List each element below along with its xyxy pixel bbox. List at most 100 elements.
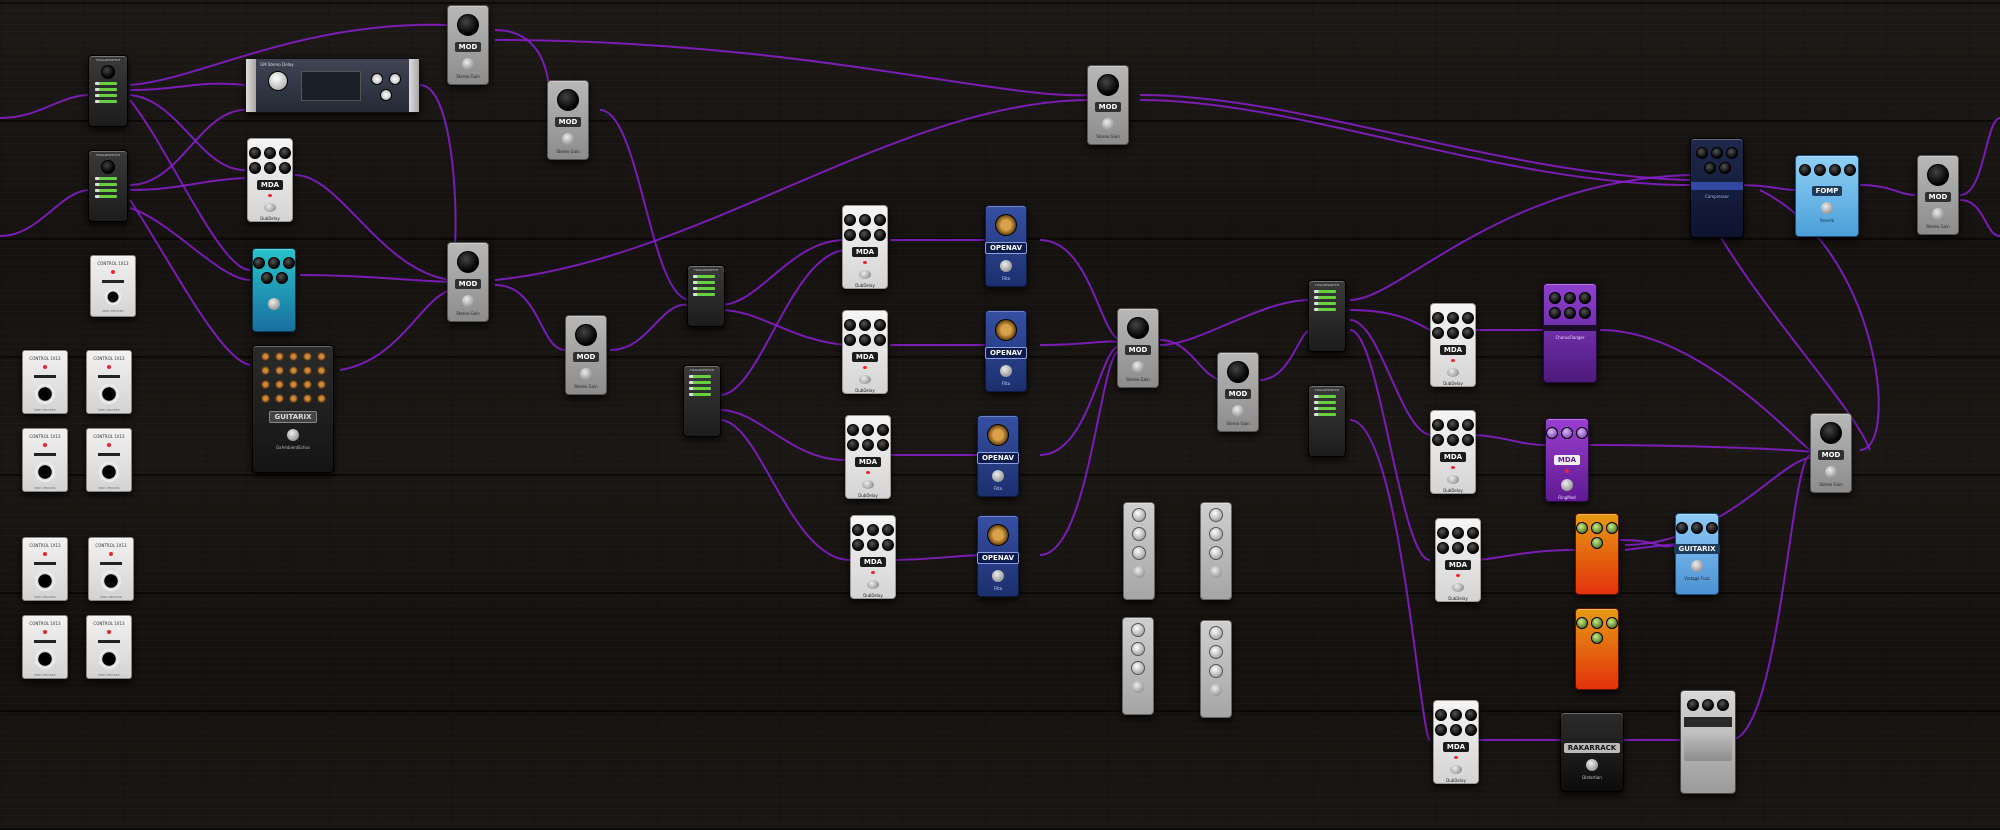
knob-icon[interactable] xyxy=(1579,307,1591,319)
knob-icon[interactable] xyxy=(1717,699,1729,711)
control-pedal[interactable]: CONTROL 1X13 MOD DEVICES xyxy=(86,615,132,679)
knob-icon[interactable] xyxy=(852,524,864,536)
knob-icon[interactable] xyxy=(867,524,879,536)
knob-icon[interactable] xyxy=(457,14,479,36)
footswitch-icon[interactable] xyxy=(1825,466,1837,478)
toggleswitch-1[interactable]: TOGGLESWITCH xyxy=(88,55,128,127)
knob-icon[interactable] xyxy=(877,439,889,451)
knob-icon[interactable] xyxy=(1676,522,1688,534)
footswitch-icon[interactable] xyxy=(1447,475,1459,484)
knob-icon[interactable] xyxy=(859,319,871,331)
knob-icon[interactable] xyxy=(1564,307,1576,319)
footswitch-icon[interactable] xyxy=(862,480,874,489)
footswitch-icon[interactable] xyxy=(1821,202,1833,214)
knob-icon[interactable] xyxy=(302,352,312,361)
knob-icon[interactable] xyxy=(1843,164,1856,176)
control-pedal[interactable]: CONTROL 1X13 MOD DEVICES xyxy=(88,537,134,601)
knob-icon[interactable] xyxy=(1132,546,1146,560)
mod-stereo-gain-pedal[interactable]: MOD Stereo Gain xyxy=(1117,308,1159,388)
mod-stereo-gain-pedal[interactable]: MOD Stereo Gain xyxy=(1917,155,1959,235)
mda-dubdelay-pedal[interactable]: MDA DubDelay xyxy=(1430,410,1476,494)
footswitch-icon[interactable] xyxy=(264,203,276,212)
switch-icon[interactable] xyxy=(99,183,117,186)
toggleswitch-2[interactable]: TOGGLESWITCH xyxy=(88,150,128,222)
footswitch-icon[interactable] xyxy=(867,580,879,589)
knob-icon[interactable] xyxy=(862,424,874,436)
knob-icon[interactable] xyxy=(380,89,392,101)
footswitch-icon[interactable] xyxy=(35,462,55,482)
slider-module[interactable] xyxy=(1200,502,1232,600)
knob-icon[interactable] xyxy=(316,394,326,403)
knob-icon[interactable] xyxy=(1691,522,1703,534)
knob-icon[interactable] xyxy=(1209,645,1223,659)
mda-dubdelay-pedal[interactable]: MDA DubDelay xyxy=(1435,518,1481,602)
knob-icon[interactable] xyxy=(260,272,273,284)
knob-icon[interactable] xyxy=(1828,164,1841,176)
footswitch-icon[interactable] xyxy=(562,133,574,145)
footswitch-icon[interactable] xyxy=(462,295,474,307)
knob-icon[interactable] xyxy=(268,257,280,269)
knob-icon[interactable] xyxy=(260,366,270,375)
knob-icon[interactable] xyxy=(279,147,291,159)
footswitch-icon[interactable] xyxy=(1452,583,1464,592)
knob-icon[interactable] xyxy=(1606,617,1618,629)
knob-icon[interactable] xyxy=(557,89,579,111)
knob-icon[interactable] xyxy=(1591,617,1603,629)
knob-icon[interactable] xyxy=(1706,522,1718,534)
knob-icon[interactable] xyxy=(302,366,312,375)
knob-icon[interactable] xyxy=(1927,164,1949,186)
mda-dubdelay-pedal[interactable]: MDA DubDelay xyxy=(845,415,891,499)
knob-icon[interactable] xyxy=(844,229,856,241)
control-pedal[interactable]: CONTROL 1X13 MOD DEVICES xyxy=(86,350,132,414)
switch-icon[interactable] xyxy=(99,177,117,180)
switch-icon[interactable] xyxy=(99,195,117,198)
footswitch-icon[interactable] xyxy=(99,649,119,669)
footswitch-icon[interactable] xyxy=(1000,365,1012,377)
knob-icon[interactable] xyxy=(274,352,284,361)
knob-icon[interactable] xyxy=(1549,292,1561,304)
switch-icon[interactable] xyxy=(697,281,715,284)
knob-icon[interactable] xyxy=(288,366,298,375)
toggleswitch-6[interactable]: TOGGLESWITCH xyxy=(1308,385,1346,457)
openav-filta-pedal[interactable]: OPENAV Filta xyxy=(984,310,1028,392)
mda-ringmod-pedal[interactable]: MDA RingMod xyxy=(1545,418,1589,502)
footswitch-icon[interactable] xyxy=(287,429,299,441)
knob-icon[interactable] xyxy=(1591,522,1603,534)
switch-icon[interactable] xyxy=(1318,413,1336,416)
knob-icon[interactable] xyxy=(260,352,270,361)
knob-icon[interactable] xyxy=(1452,527,1464,539)
mda-dubdelay-pedal[interactable]: MDA DubDelay xyxy=(850,515,896,599)
knob-icon[interactable] xyxy=(264,147,276,159)
mod-stereo-gain-pedal[interactable]: MOD Stereo Gain xyxy=(447,242,489,322)
knob-icon[interactable] xyxy=(859,229,871,241)
footswitch-icon[interactable] xyxy=(1102,118,1114,130)
switch-icon[interactable] xyxy=(99,189,117,192)
footswitch-icon[interactable] xyxy=(1210,684,1222,696)
toggleswitch-4[interactable]: TOGGLESWITCH xyxy=(683,365,721,437)
switch-icon[interactable] xyxy=(1318,302,1336,305)
knob-icon[interactable] xyxy=(1132,527,1146,541)
knob-icon[interactable] xyxy=(1549,307,1561,319)
knob-icon[interactable] xyxy=(288,394,298,403)
mod-stereo-gain-pedal[interactable]: MOD Stereo Gain xyxy=(1217,352,1259,432)
knob-icon[interactable] xyxy=(1462,419,1474,431)
knob-icon[interactable] xyxy=(859,334,871,346)
footswitch-icon[interactable] xyxy=(101,571,121,591)
knob-icon[interactable] xyxy=(1546,427,1558,439)
knob-icon[interactable] xyxy=(1097,74,1119,96)
knob-icon[interactable] xyxy=(852,539,864,551)
footswitch-icon[interactable] xyxy=(1447,368,1459,377)
control-pedal[interactable]: CONTROL 1X13 MOD DEVICES xyxy=(22,350,68,414)
mod-stereo-gain-pedal[interactable]: MOD Stereo Gain xyxy=(547,80,589,160)
knob-icon[interactable] xyxy=(844,214,856,226)
footswitch-icon[interactable] xyxy=(1000,260,1012,272)
knob-icon[interactable] xyxy=(1467,527,1479,539)
knob-icon[interactable] xyxy=(1452,542,1464,554)
knob-icon[interactable] xyxy=(283,257,295,269)
knob-icon[interactable] xyxy=(1437,542,1449,554)
footswitch-icon[interactable] xyxy=(35,384,55,404)
fomp-reverb-pedal[interactable]: FOMP Reverb xyxy=(1795,155,1859,237)
knob-icon[interactable] xyxy=(995,214,1017,236)
footswitch-icon[interactable] xyxy=(1132,361,1144,373)
knob-icon[interactable] xyxy=(1450,724,1462,736)
